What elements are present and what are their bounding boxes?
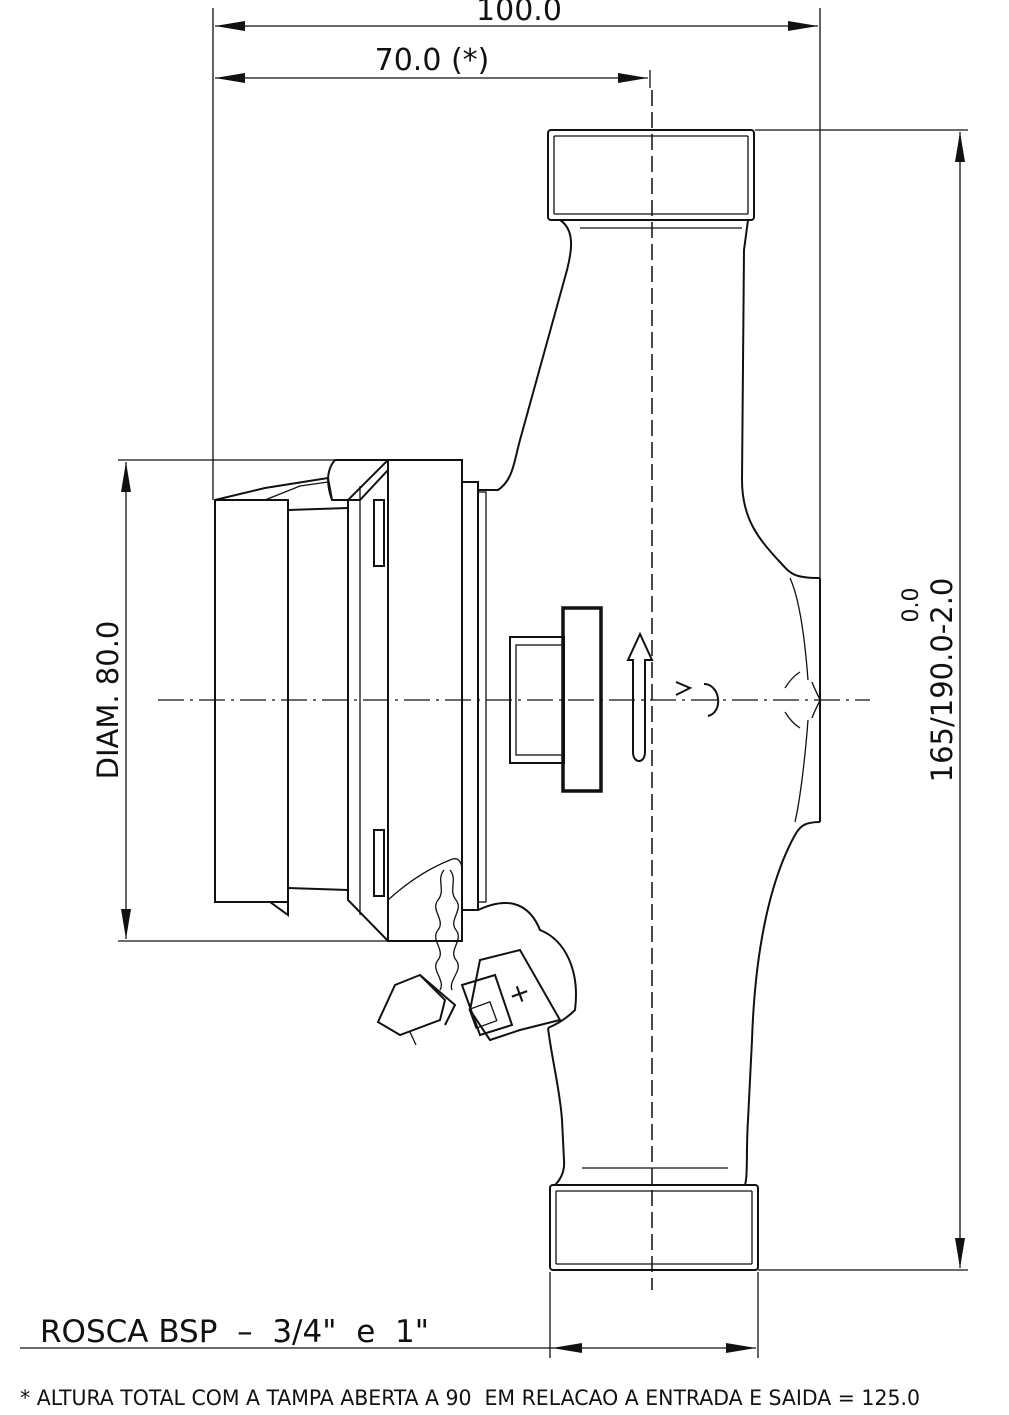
dimension-width-partial: 70.0 (*) — [215, 43, 651, 88]
register-head — [214, 459, 487, 942]
flow-direction-arrow-icon — [626, 631, 719, 762]
bottom-threaded-connector — [549, 1184, 759, 1271]
plus-symbol: + — [504, 976, 535, 1012]
thread-label: ROSCA BSP – 3/4" e 1" — [40, 1314, 429, 1350]
dimension-width-total-label: 100.0 — [476, 0, 562, 28]
thread-dimension: ROSCA BSP – 3/4" e 1" — [20, 1272, 759, 1358]
dimension-diameter: DIAM. 80.0 — [91, 459, 462, 942]
dimension-length-tolerance-upper: 0.0 — [899, 588, 924, 623]
dimension-width-total: 100.0 — [212, 0, 821, 640]
footnote: * ALTURA TOTAL COM A TAMPA ABERTA A 90 E… — [20, 1386, 920, 1410]
meter-body — [478, 219, 821, 1186]
top-threaded-connector — [547, 129, 755, 221]
chain-and-cap — [376, 858, 463, 1046]
side-boss: + — [460, 901, 577, 1042]
dimension-length: 165/190.0-2.0 0.0 — [755, 129, 968, 1271]
dimension-length-label: 165/190.0-2.0 — [925, 578, 959, 783]
dimension-diameter-label: DIAM. 80.0 — [91, 621, 125, 780]
center-nozzle — [509, 606, 603, 793]
dimension-width-partial-label: 70.0 (*) — [375, 43, 490, 78]
